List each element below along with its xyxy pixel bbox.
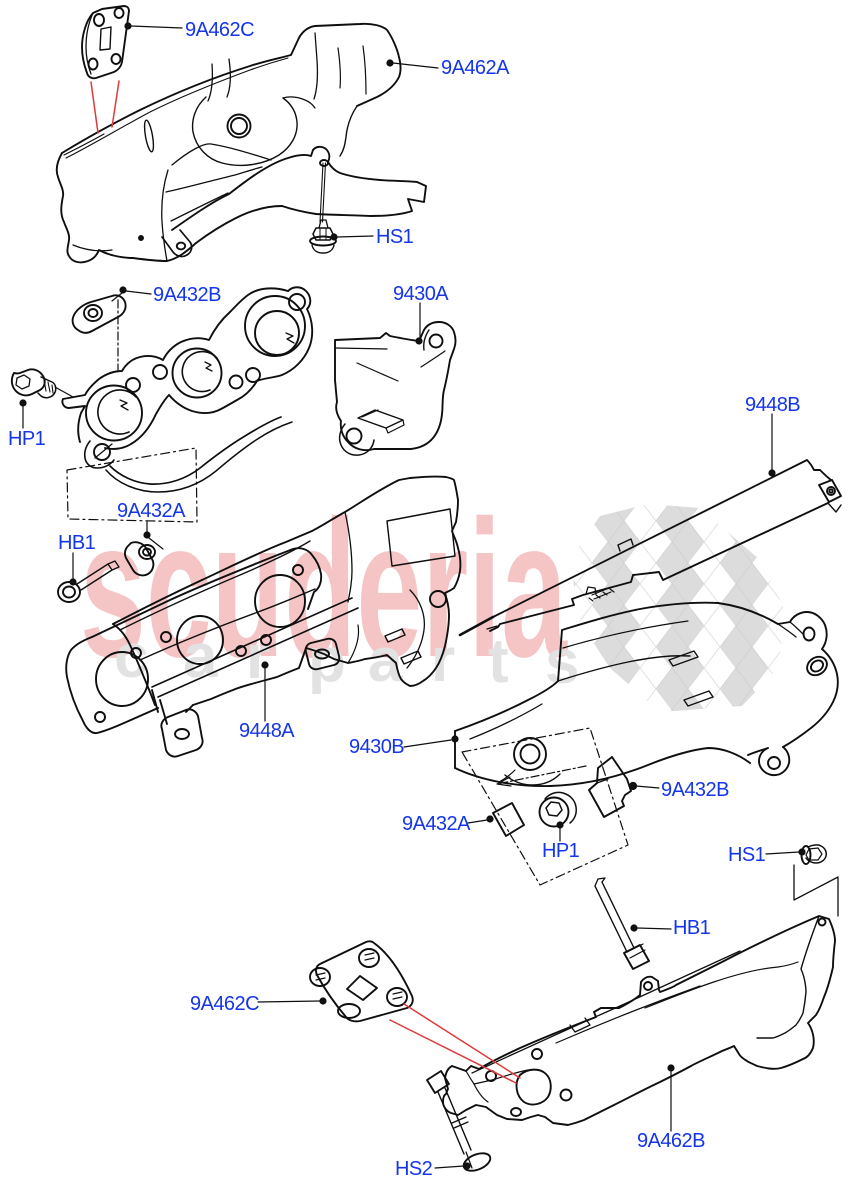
svg-text:9A432B: 9A432B [661,779,729,801]
svg-text:9A432A: 9A432A [402,813,471,835]
svg-text:r: r [431,626,455,695]
svg-text:HS1: HS1 [376,226,414,248]
svg-text:HS2: HS2 [395,1158,433,1180]
svg-text:HP1: HP1 [8,428,46,450]
svg-text:s: s [545,628,579,697]
svg-text:9A462B: 9A462B [637,1130,705,1152]
svg-text:HS1: HS1 [728,844,766,866]
svg-text:9448A: 9448A [239,720,295,742]
svg-text:HB1: HB1 [58,532,96,554]
svg-text:9448B: 9448B [745,394,800,416]
svg-text:scuderia: scuderia [80,480,568,698]
svg-text:9A432B: 9A432B [153,284,221,306]
svg-text:t: t [488,627,509,696]
svg-text:9A462C: 9A462C [185,19,254,41]
svg-text:9430A: 9430A [393,283,449,305]
svg-text:9A462C: 9A462C [190,993,259,1015]
svg-text:HP1: HP1 [542,840,580,862]
svg-text:9A462A: 9A462A [441,57,510,79]
svg-text:9430B: 9430B [349,736,404,758]
svg-text:9A432A: 9A432A [117,500,186,522]
svg-text:HB1: HB1 [673,917,711,939]
svg-text:a: a [183,622,218,691]
